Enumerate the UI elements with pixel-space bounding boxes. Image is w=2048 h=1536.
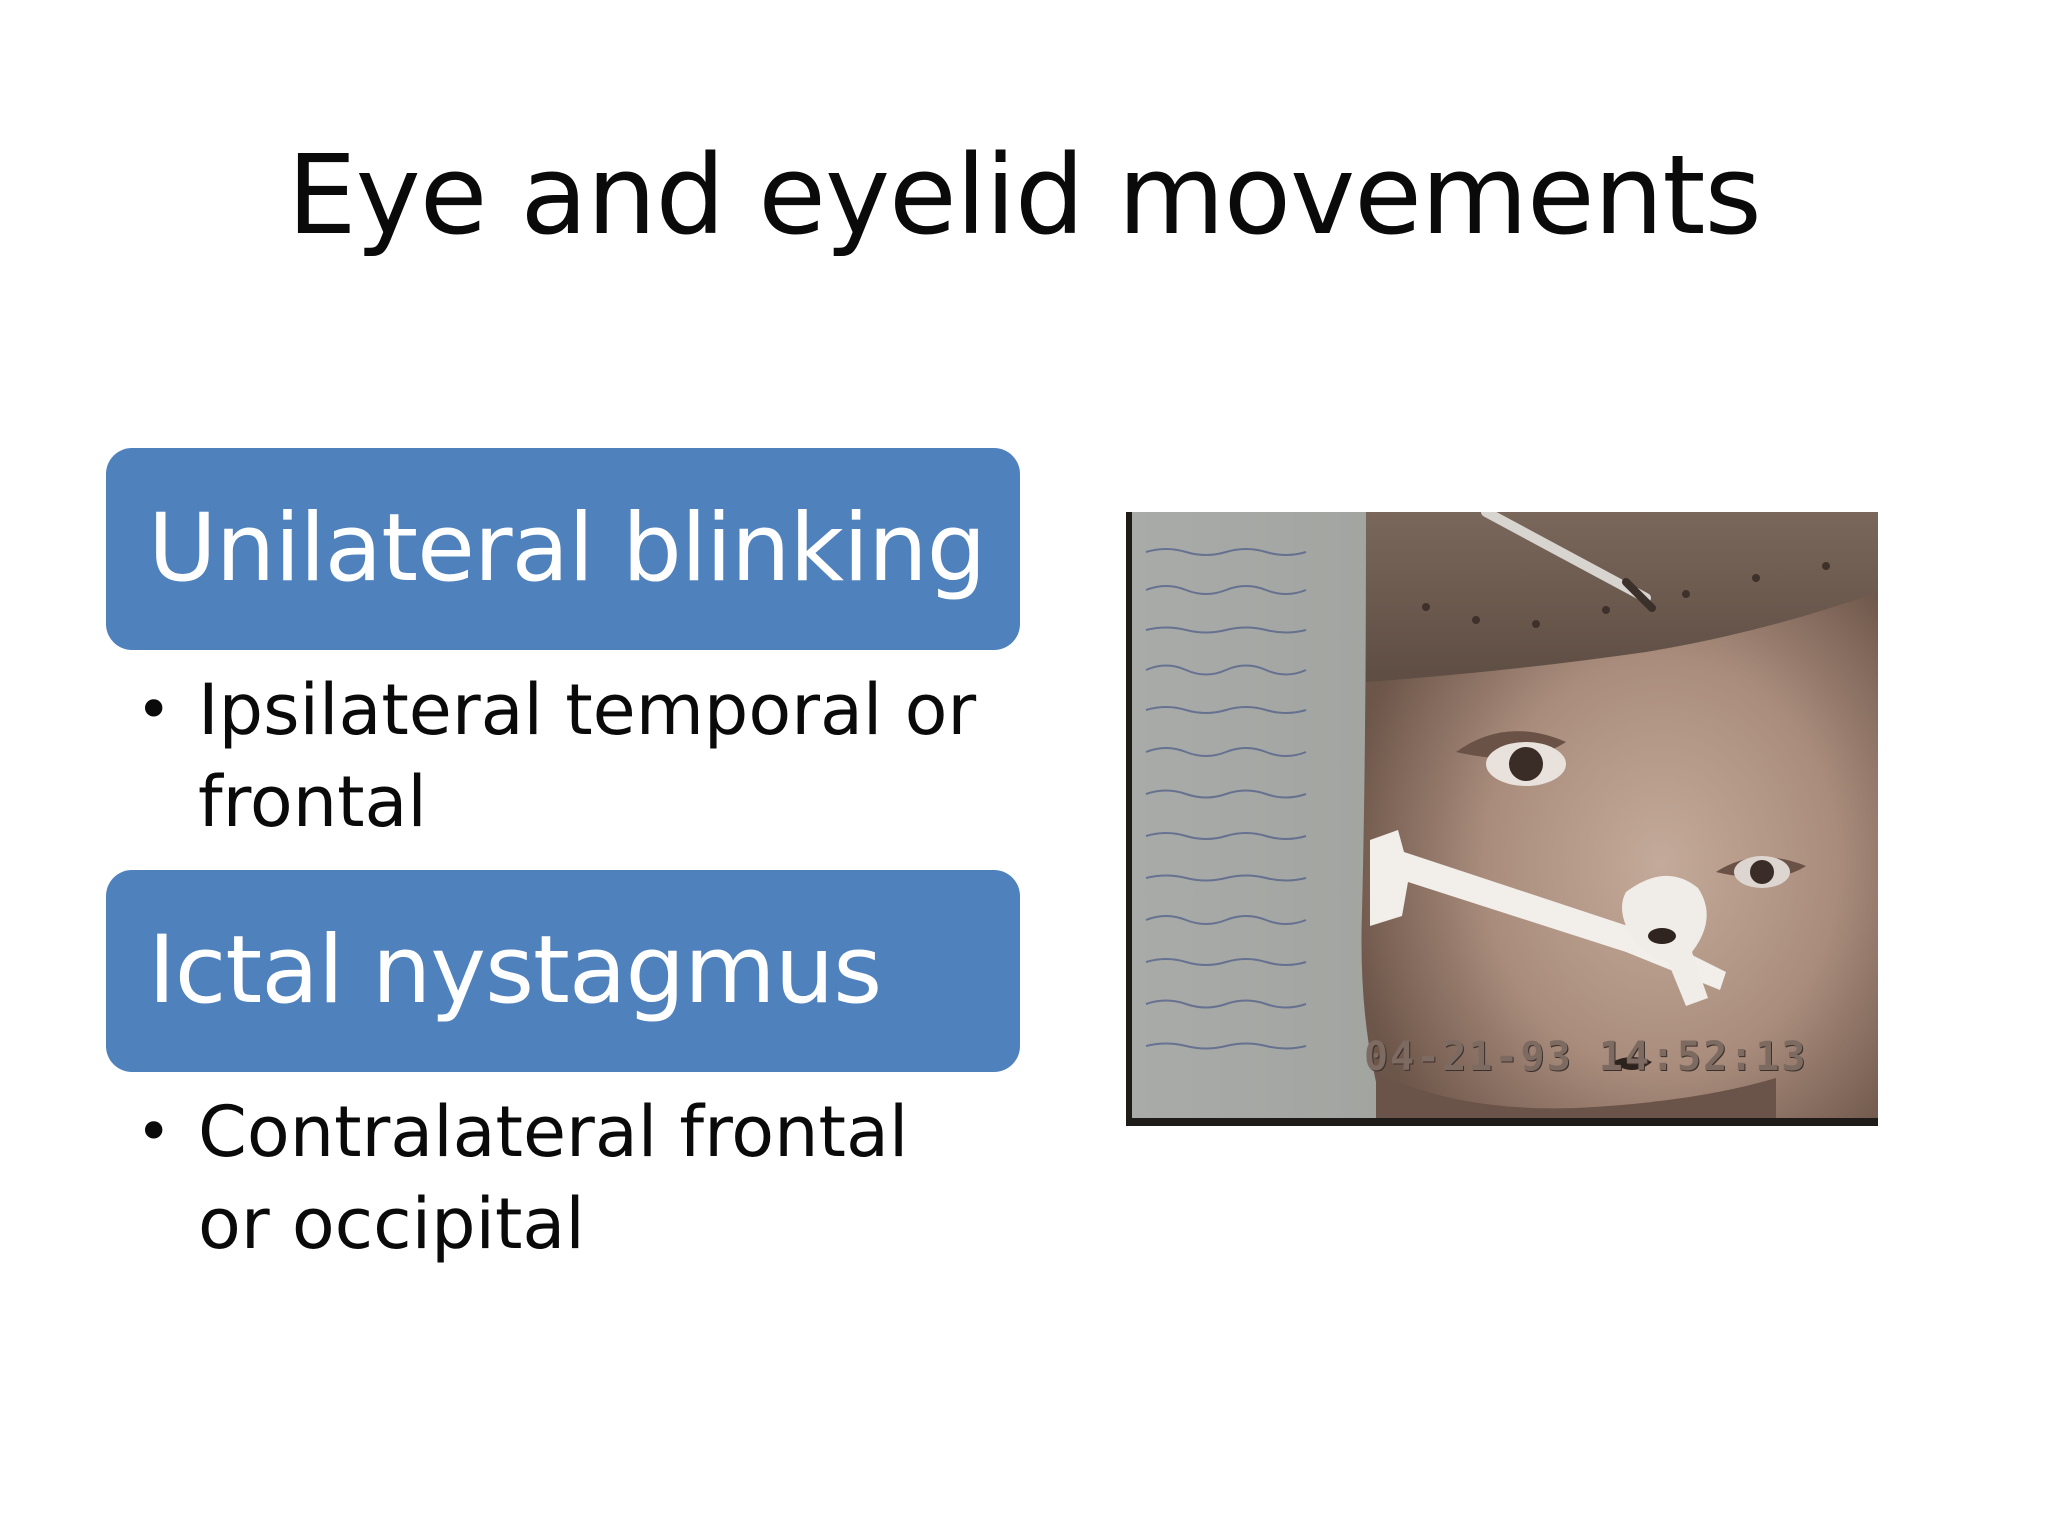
topic-box-ictal-nystagmus: Ictal nystagmus — [106, 870, 1020, 1072]
bullet-point-icon: • — [136, 675, 172, 745]
topic-box-unilateral-blinking: Unilateral blinking — [106, 448, 1020, 650]
topic-heading: Ictal nystagmus — [148, 916, 882, 1025]
video-timestamp: 04-21-93 14:52:13 — [1364, 1034, 1808, 1080]
topic-heading: Unilateral blinking — [148, 494, 986, 603]
bullet-list: • Ipsilateral temporal or frontal — [136, 664, 996, 848]
bullet-text: Ipsilateral temporal or frontal — [198, 669, 977, 843]
bullet-text: Contralateral frontal or occipital — [198, 1091, 909, 1265]
bullet-point-icon: • — [136, 1097, 172, 1167]
list-item: • Ipsilateral temporal or frontal — [136, 664, 996, 848]
list-item: • Contralateral frontal or occipital — [136, 1086, 996, 1270]
patient-eeg-video-frame — [1126, 512, 1878, 1126]
video-still-image: 04-21-93 14:52:13 — [1126, 512, 1878, 1126]
slide-title: Eye and eyelid movements — [287, 131, 1762, 259]
bullet-list: • Contralateral frontal or occipital — [136, 1086, 996, 1270]
